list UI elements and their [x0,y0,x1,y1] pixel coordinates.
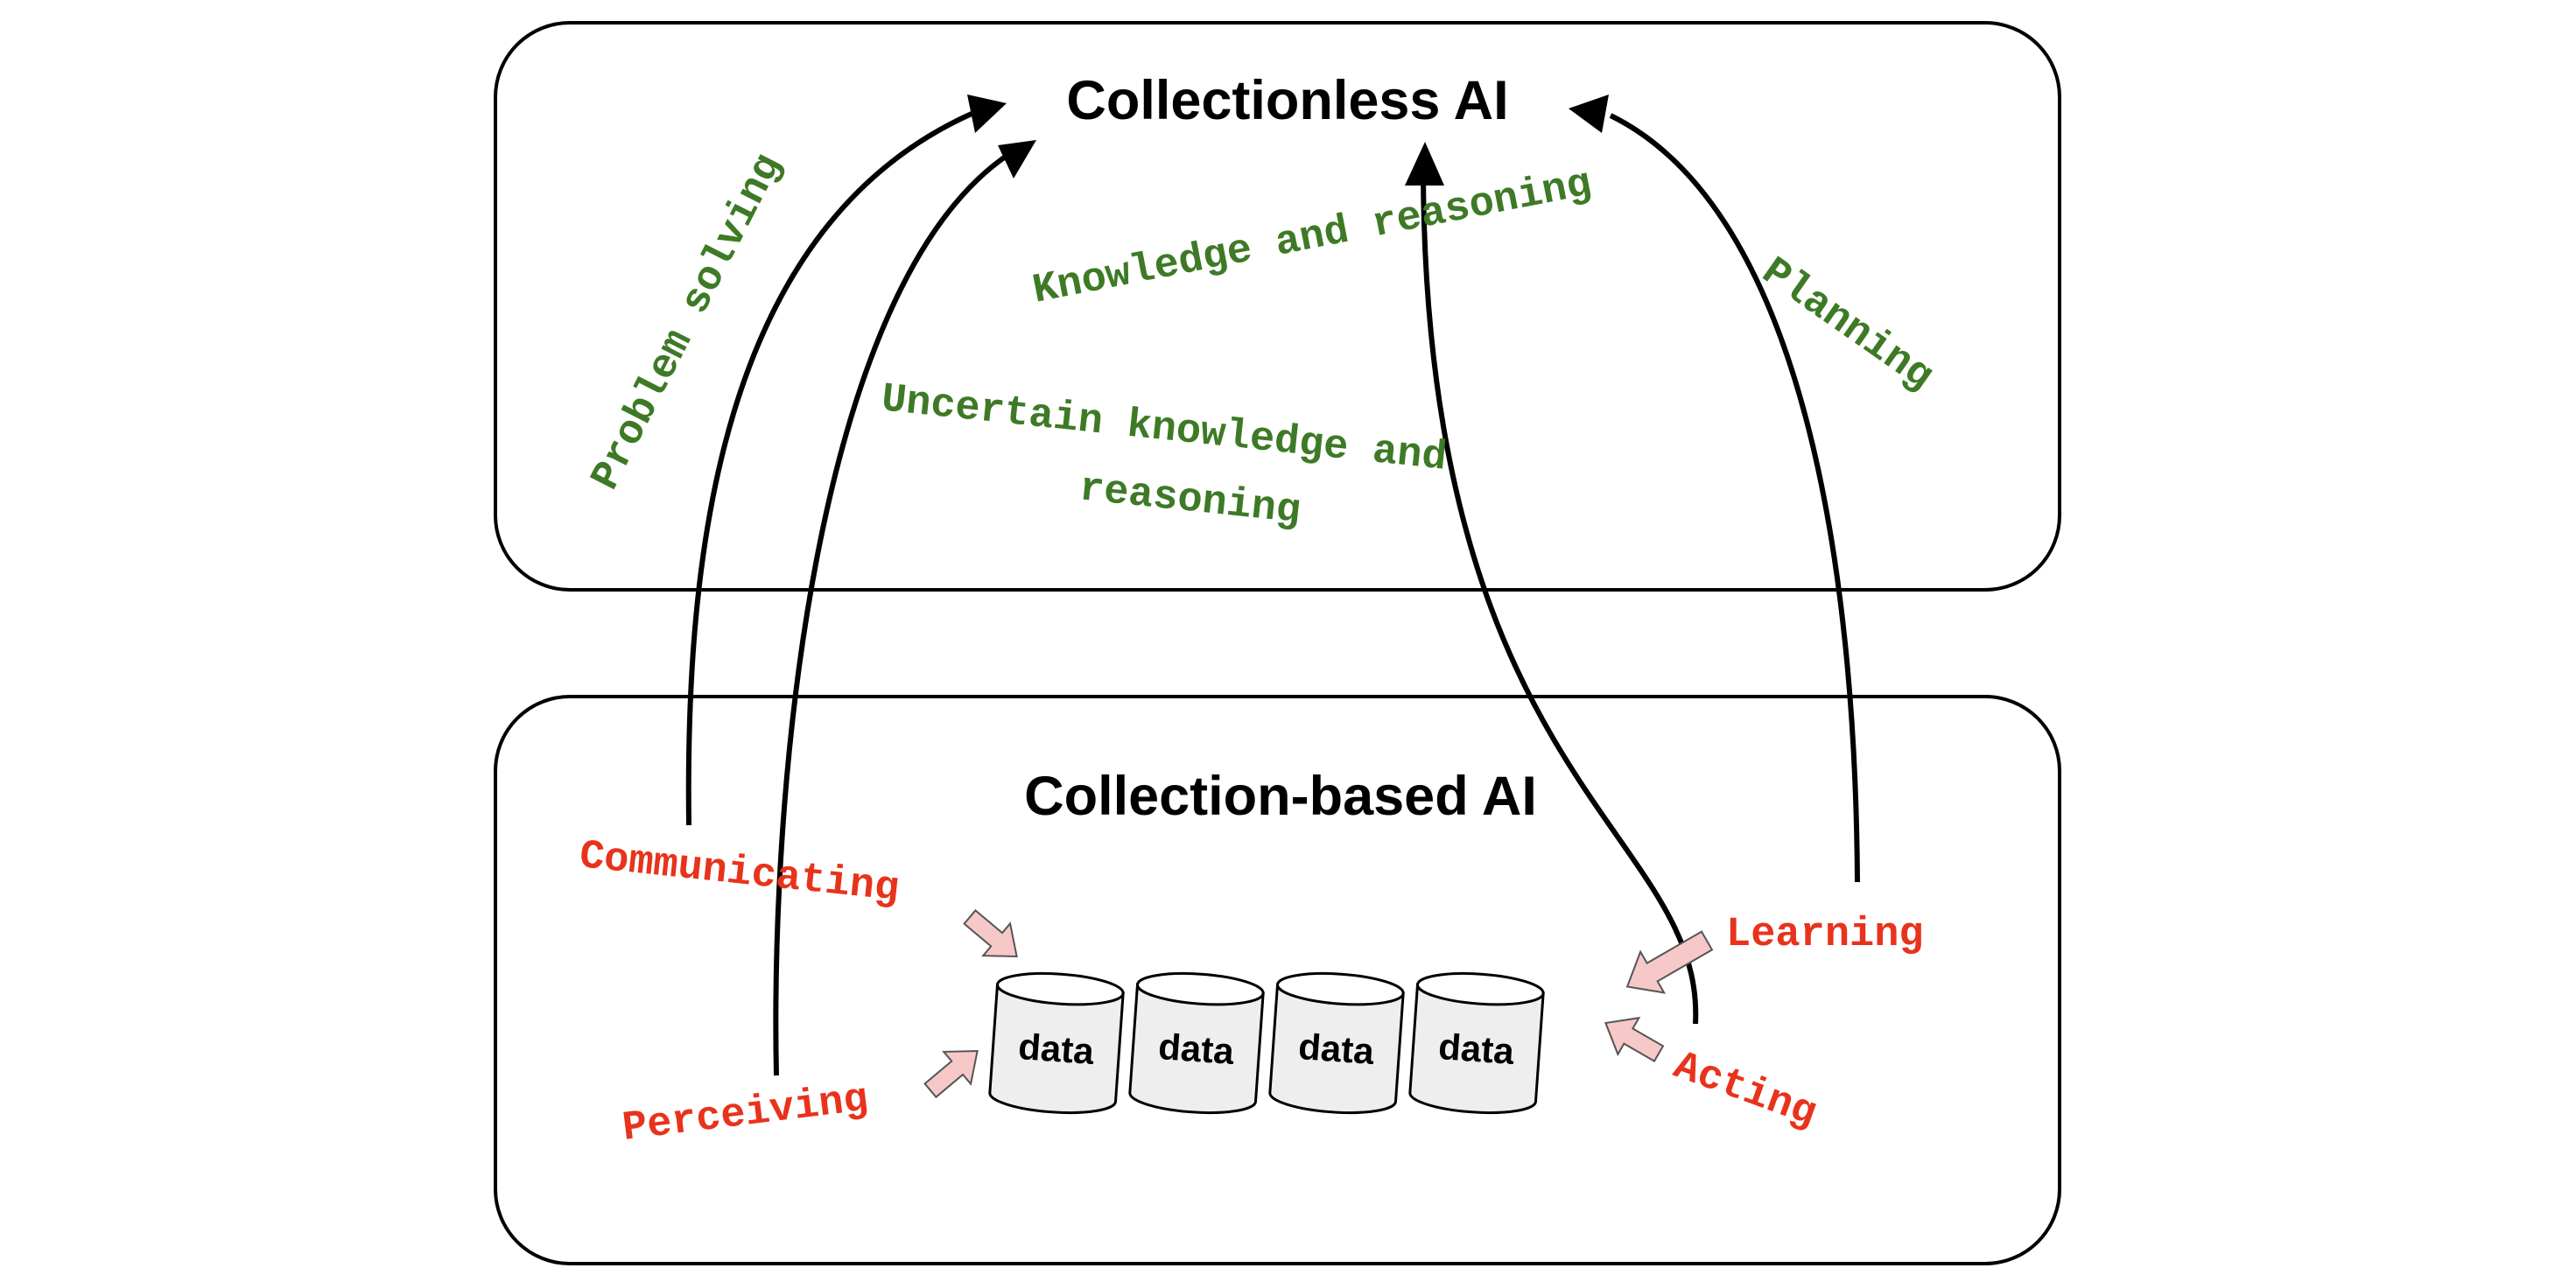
data-store-2-label: data [1157,1026,1236,1072]
pink-arrow-perceiving [923,1049,979,1099]
arrow-communicating-to-collectionless [685,111,973,826]
collection-based-ai-title: Collection-based AI [1024,766,1537,827]
pink-arrow-communicating [963,908,1018,958]
label-learning: Learning [1726,912,1924,958]
data-store-1-label: data [1017,1026,1096,1072]
collection-based-ai-box [494,695,2061,1265]
data-store-3: data [1268,971,1405,1115]
arrow-learning-to-collectionless [1609,113,1860,883]
collectionless-ai-title: Collectionless AI [1066,70,1508,131]
arrowhead-acting [1405,142,1444,186]
data-store-4-label: data [1437,1026,1516,1072]
arrowhead-learning [1569,95,1609,133]
data-store-1: data [988,971,1125,1115]
arrow-perceiving-to-collectionless [773,153,1008,1076]
arrowhead-perceiving [998,140,1036,179]
data-store-4: data [1408,971,1545,1115]
arrowhead-communicating [967,95,1007,133]
data-store-3-label: data [1297,1026,1376,1072]
pink-arrow-acting [1604,1016,1665,1063]
pink-arrow-learning [1625,930,1714,994]
data-store-2: data [1128,971,1265,1115]
